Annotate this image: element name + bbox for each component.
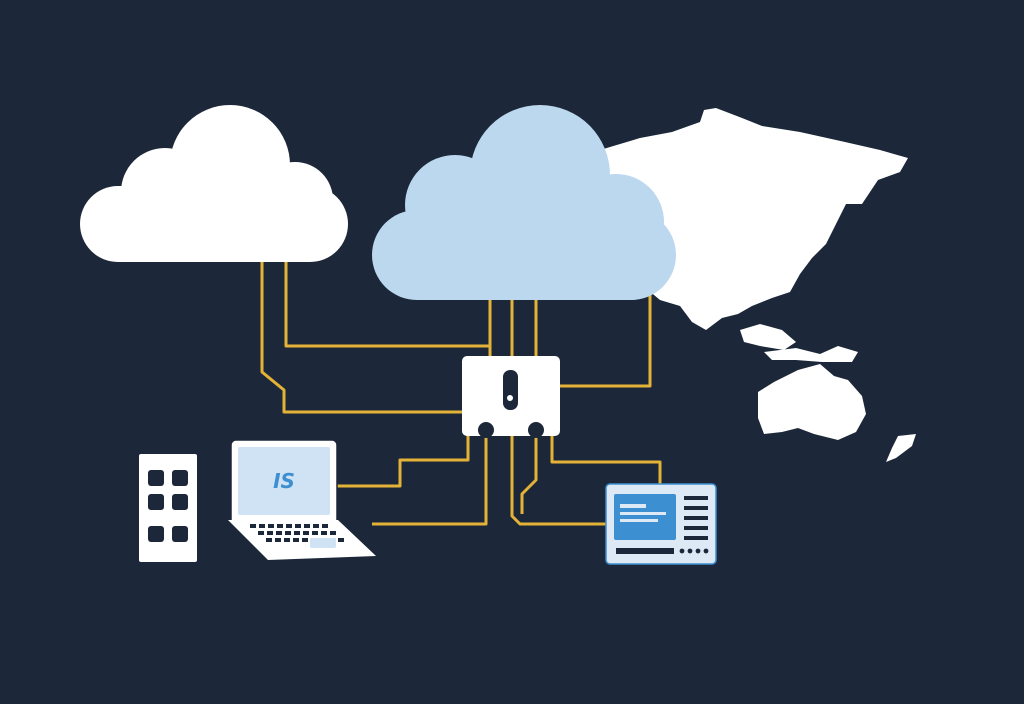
wire [510, 436, 608, 526]
laptop-key [321, 531, 327, 535]
wire [336, 434, 470, 488]
laptop-key [338, 538, 344, 542]
wire [560, 294, 652, 388]
laptop-logo: IS [273, 469, 295, 493]
laptop-key [293, 538, 299, 542]
laptop-key [304, 524, 310, 528]
router-icon [462, 356, 560, 438]
laptop-key [294, 531, 300, 535]
map-asia [600, 108, 908, 330]
map-new-zealand [886, 434, 916, 462]
map-japan [808, 194, 836, 252]
laptop-key [295, 524, 301, 528]
wire [372, 436, 488, 526]
phone-icon [139, 454, 197, 562]
laptop-key [322, 524, 328, 528]
laptop-key [277, 524, 283, 528]
hub-port [528, 422, 544, 438]
world-map-icon [600, 108, 916, 462]
connection-wires [260, 262, 662, 526]
hub-led [507, 395, 513, 401]
laptop-key [302, 538, 308, 542]
laptop-key [313, 524, 319, 528]
laptop-screen [238, 447, 330, 515]
laptop-key [275, 538, 281, 542]
laptop-key [285, 531, 291, 535]
cloud-icon [80, 105, 348, 262]
laptop-touchpad [310, 538, 336, 548]
wire [550, 434, 662, 486]
map-australia [758, 364, 866, 440]
wire [520, 436, 538, 514]
laptop-key [266, 538, 272, 542]
laptop-key [284, 538, 290, 542]
hub-port [478, 422, 494, 438]
wire [260, 262, 462, 414]
hub-indicator [503, 370, 518, 410]
laptop-key [303, 531, 309, 535]
laptop-key [286, 524, 292, 528]
terminal-icon [605, 483, 717, 565]
laptop-key [267, 531, 273, 535]
map-indonesia [764, 346, 858, 362]
laptop-key [268, 524, 274, 528]
terminal-screen [614, 494, 676, 540]
cloud-icon [372, 105, 676, 300]
laptop-key [258, 531, 264, 535]
laptop-key [250, 524, 256, 528]
map-southeast-asia [740, 324, 796, 350]
laptop-icon: IS [228, 439, 376, 560]
laptop-key [259, 524, 265, 528]
laptop-key [330, 531, 336, 535]
laptop-key [276, 531, 282, 535]
laptop-key [312, 531, 318, 535]
phone-body [139, 454, 197, 562]
